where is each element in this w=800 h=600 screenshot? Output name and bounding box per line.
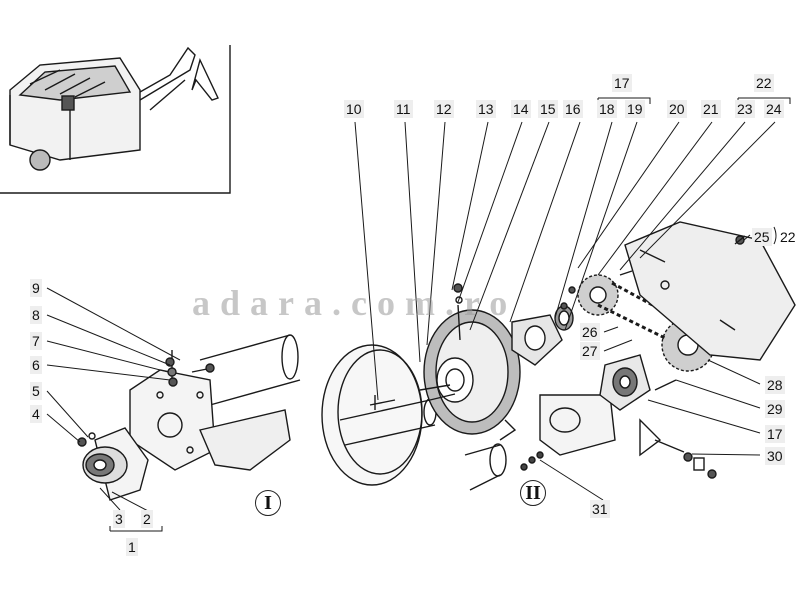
callout-14: 14 — [511, 100, 531, 118]
callout-28: 28 — [765, 376, 785, 394]
callout-8: 8 — [30, 306, 42, 324]
callout-11: 11 — [394, 100, 413, 118]
callout-6: 6 — [30, 356, 42, 374]
callout-17-right: 17 — [765, 425, 785, 443]
inset-machine-view — [0, 45, 231, 194]
callout-26: 26 — [580, 323, 600, 341]
callout-5: 5 — [30, 382, 42, 400]
callout-23: 23 — [735, 100, 755, 118]
callout-20: 20 — [667, 100, 687, 118]
callout-7: 7 — [30, 332, 42, 350]
callout-22-side: 22 — [780, 229, 796, 245]
group-one-parts — [77, 334, 301, 501]
leader-lines — [46, 97, 791, 532]
callout-16: 16 — [563, 100, 583, 118]
callout-30: 30 — [765, 447, 785, 465]
callout-3: 3 — [113, 510, 125, 528]
callout-15: 15 — [538, 100, 558, 118]
callout-19: 19 — [625, 100, 645, 118]
callout-17-top: 17 — [612, 74, 632, 92]
callout-24: 24 — [764, 100, 784, 118]
callout-27: 27 — [580, 342, 600, 360]
callout-31: 31 — [590, 500, 610, 518]
callout-21: 21 — [701, 100, 721, 118]
callout-29: 29 — [765, 400, 785, 418]
callout-9: 9 — [30, 279, 42, 297]
group-label-two: II — [520, 480, 546, 506]
callout-12: 12 — [434, 100, 454, 118]
callout-25: 25 — [752, 228, 772, 246]
group-two-parts — [321, 221, 796, 491]
callout-1: 1 — [126, 538, 138, 556]
callout-2: 2 — [141, 510, 153, 528]
callout-18: 18 — [597, 100, 617, 118]
callout-22-top: 22 — [754, 74, 774, 92]
watermark-text: adara.com.ro — [192, 283, 518, 323]
group-label-one: I — [255, 490, 281, 516]
callout-13: 13 — [476, 100, 496, 118]
callout-10: 10 — [344, 100, 364, 118]
callout-4: 4 — [30, 405, 42, 423]
